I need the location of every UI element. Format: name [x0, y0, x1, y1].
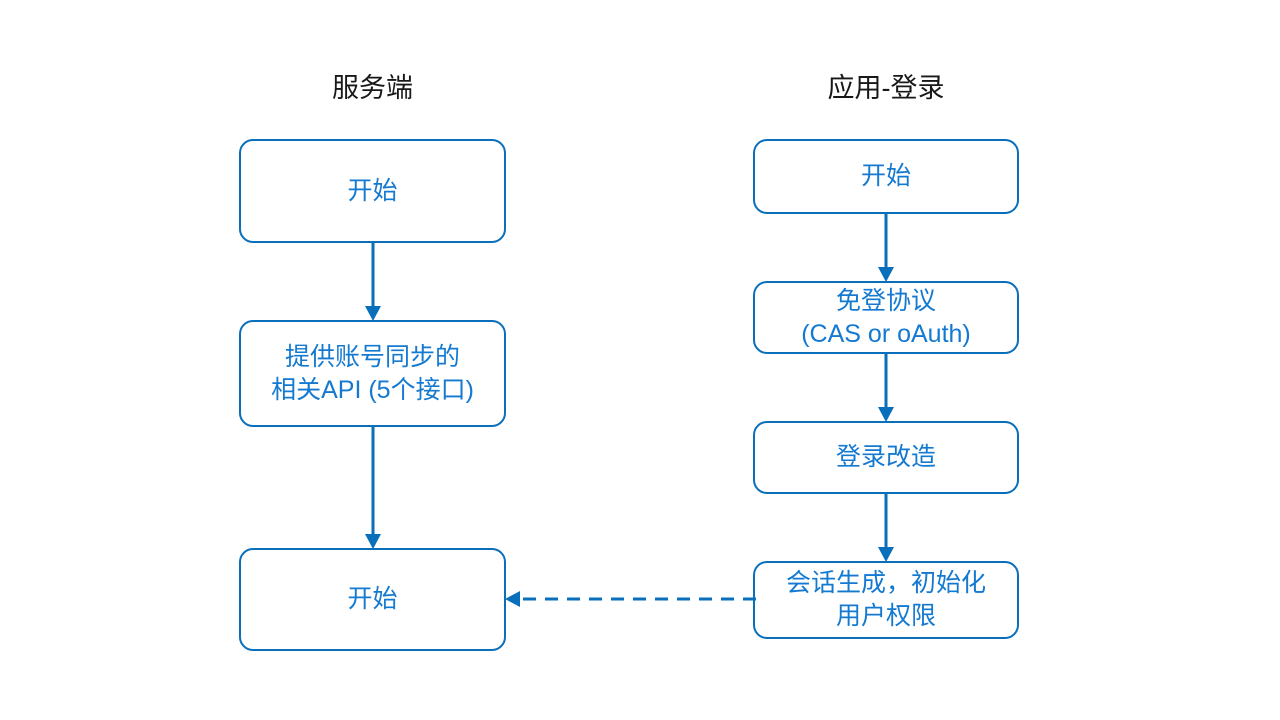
node-server-end[interactable]: 开始 — [239, 548, 506, 651]
lane-title-server: 服务端 — [332, 73, 413, 103]
node-server-api[interactable]: 提供账号同步的 相关API (5个接口) — [239, 320, 506, 427]
connector-app-refit-to-session — [875, 494, 897, 563]
lane-title-app-login: 应用-登录 — [827, 73, 945, 103]
connector-app-session-to-server-end — [498, 588, 760, 610]
connector-app-protocol-to-refit — [875, 354, 897, 423]
node-app-session[interactable]: 会话生成，初始化 用户权限 — [753, 561, 1019, 639]
node-app-protocol[interactable]: 免登协议 (CAS or oAuth) — [753, 281, 1019, 354]
connector-server-start-to-api — [362, 243, 384, 322]
connector-app-start-to-protocol — [875, 214, 897, 283]
node-server-start[interactable]: 开始 — [239, 139, 506, 243]
node-app-start[interactable]: 开始 — [753, 139, 1019, 214]
node-app-login-refit[interactable]: 登录改造 — [753, 421, 1019, 494]
connector-server-api-to-end — [362, 427, 384, 550]
